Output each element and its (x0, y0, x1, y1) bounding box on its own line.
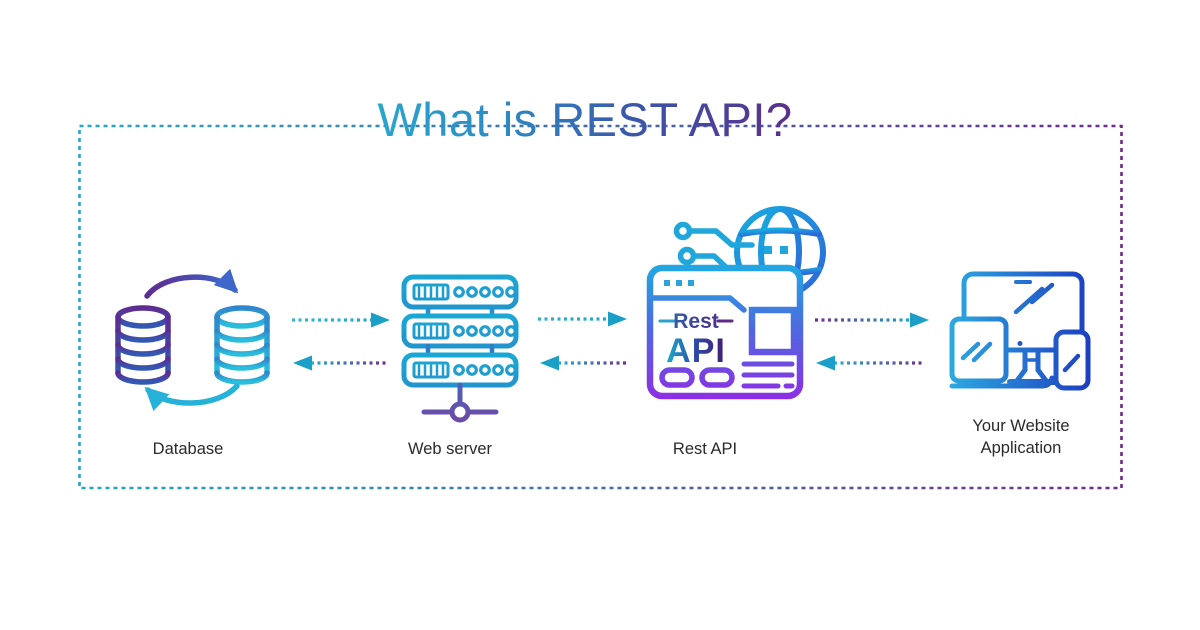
phone-icon (1053, 329, 1091, 391)
website-application-label: Your Website Application (972, 417, 1070, 457)
browser-button-pill (659, 367, 695, 388)
arrow-server-to-restapi (538, 311, 627, 327)
arrow-restapi-to-app (815, 312, 929, 328)
rest-api-label: Rest API (672, 440, 738, 458)
database-cylinder-right (214, 305, 270, 385)
database-label: Database (152, 440, 224, 458)
browser-button-pill (699, 367, 735, 388)
browser-image-placeholder (748, 306, 798, 356)
browser-globe-icon: Rest API (646, 206, 826, 400)
arrow-database-to-server (292, 312, 390, 328)
database-sync-icon (115, 268, 270, 412)
arrow-app-to-restapi (816, 355, 925, 371)
browser-api-text: API (666, 332, 726, 370)
browser-rest-text: Rest (673, 310, 719, 333)
server-row (401, 352, 519, 388)
dotted-frame-border (78, 124, 1123, 490)
web-server-label: Web server (407, 440, 493, 458)
page-title: What is REST API? (361, 92, 808, 147)
browser-text-lines (741, 361, 795, 389)
database-cylinder-left (115, 305, 171, 385)
arrow-restapi-to-server (540, 355, 628, 371)
devices-icon (949, 271, 1091, 391)
connection-arrows (292, 311, 929, 371)
server-row (401, 274, 519, 310)
arrow-server-to-database (293, 355, 388, 371)
browser-window: Rest API (646, 264, 804, 400)
server-row (401, 313, 519, 349)
server-stack-icon (401, 274, 519, 423)
server-network-node (421, 382, 499, 423)
sync-arrow-bottom (144, 383, 240, 412)
sync-arrow-top (144, 268, 239, 299)
tablet-icon (949, 316, 1055, 389)
